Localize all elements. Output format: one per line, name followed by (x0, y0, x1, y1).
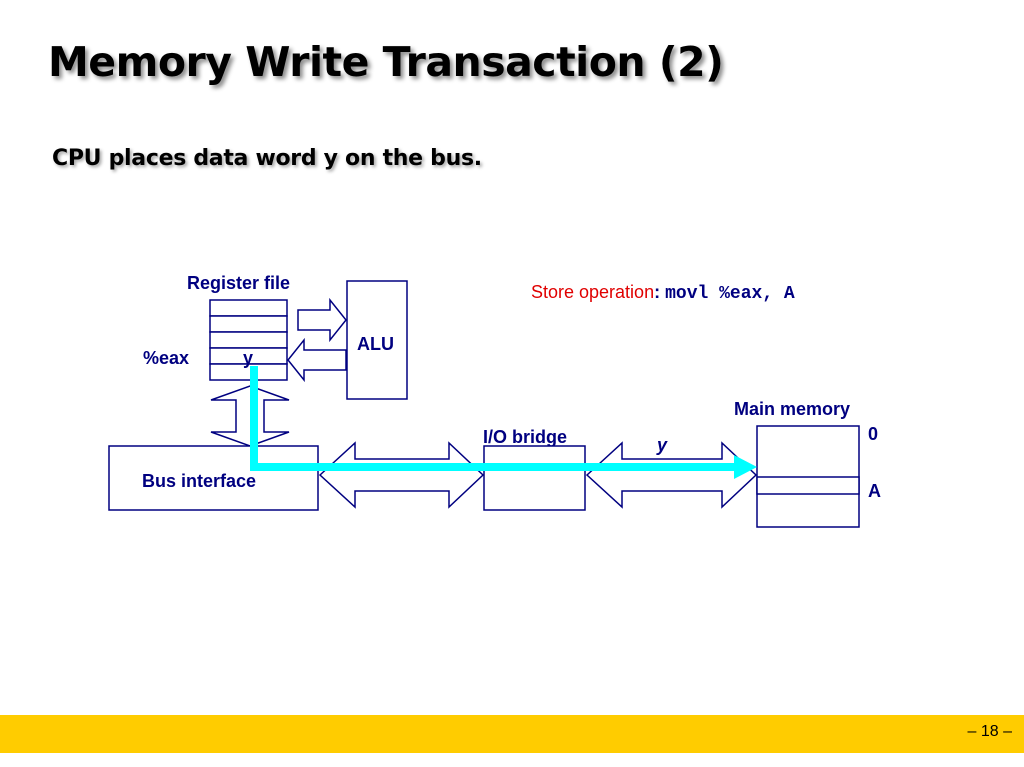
register-cell (209, 331, 288, 349)
register-cell (209, 363, 288, 381)
memory-write-diagram: Register file %eax y ALU Bus interface I… (108, 273, 881, 528)
regfile-to-alu-arrow (297, 297, 347, 343)
register-file-label: Register file (187, 273, 290, 293)
register-file (209, 299, 288, 381)
data-path-highlight (250, 366, 757, 479)
slide-title: Memory Write Transaction (2) (48, 38, 724, 86)
alu-label: ALU (357, 334, 394, 354)
register-cell (209, 315, 288, 333)
store-operation-code: movl %eax, A (665, 284, 795, 304)
bus-data-label: y (656, 435, 668, 455)
memory-bus-arrow (585, 441, 758, 509)
eax-label: %eax (143, 348, 189, 368)
main-memory-label: Main memory (734, 399, 850, 419)
page-number: – 18 – (967, 723, 1012, 740)
alu-box (346, 280, 408, 400)
io-bridge-box (483, 445, 586, 511)
slide-bullet: CPU places data word y on the bus. (52, 146, 482, 171)
system-bus-arrow (318, 441, 485, 509)
store-operation-label: Store operation (531, 282, 655, 302)
bus-interface-box (108, 445, 319, 511)
store-operation-colon: : (654, 282, 661, 302)
memory-word-a (756, 476, 860, 495)
memory-address-0: 0 (868, 424, 878, 444)
store-operation: Store operation: movl %eax, A (531, 282, 795, 304)
footer-bar: – 18 – (0, 715, 1024, 753)
io-bridge-label: I/O bridge (483, 427, 567, 447)
memory-address-a: A (868, 481, 881, 501)
eax-value: y (243, 348, 253, 368)
bus-interface-label: Bus interface (142, 471, 256, 491)
alu-to-regfile-arrow (287, 337, 347, 383)
register-cell (209, 299, 288, 317)
